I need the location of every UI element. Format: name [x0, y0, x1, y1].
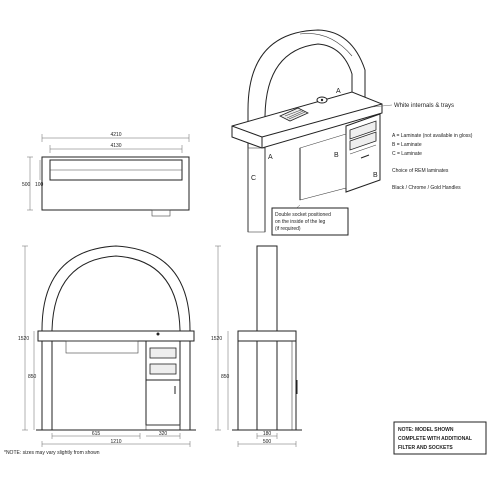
side-elevation: 1520 850 180 500 — [211, 245, 302, 447]
iso-label-b: B — [334, 152, 339, 159]
iso-tray-1 — [349, 120, 377, 140]
callout-laminate-c: C = Laminate — [392, 151, 422, 157]
note-box-frame — [393, 421, 487, 455]
callout-white-internals: White internals & trays — [394, 103, 454, 109]
front-elevation: 1520 850 615 320 1210 *NOTE: sizes may v… — [4, 245, 196, 456]
note-line1: NOTE: MODEL SHOWN — [398, 427, 454, 433]
plan-pedestal — [151, 209, 171, 217]
iso-arch-inner — [264, 43, 353, 232]
plan-width-inner-label: 4130 — [110, 143, 121, 149]
front-tray-2 — [149, 363, 177, 375]
side-depth-total-label: 500 — [263, 439, 272, 445]
socket-callout-box — [271, 207, 349, 236]
front-drawer — [65, 340, 139, 354]
front-height-desk-label: 850 — [28, 374, 37, 380]
note-box: NOTE: MODEL SHOWN COMPLETE WITH ADDITION… — [393, 421, 487, 455]
iso-tray-2 — [349, 131, 377, 151]
side-height-total-label: 1520 — [211, 336, 222, 342]
callout-handles: Black / Chrome / Gold Handles — [392, 185, 461, 191]
note-line3: FILTER AND SOCKETS — [398, 445, 453, 451]
iso-label-a2: A — [268, 154, 273, 161]
socket-callout-line3: (if required) — [275, 226, 301, 232]
note-line2: COMPLETE WITH ADDITIONAL — [398, 436, 472, 442]
front-desk-top — [37, 330, 195, 342]
iso-label-b2: B — [373, 172, 378, 179]
socket-callout-line2: on the inside of the leg — [275, 219, 326, 225]
plan-depth-b-label: 100 — [35, 182, 44, 188]
front-arch-inner — [51, 255, 181, 430]
plan-depth-a-label: 500 — [22, 182, 31, 188]
footnote: *NOTE: sizes may vary slightly from show… — [4, 450, 100, 456]
plan-desk-top — [41, 156, 190, 211]
side-height-desk-label: 850 — [221, 374, 230, 380]
side-desk-top — [237, 330, 297, 342]
socket-callout-line1: Double socket positioned — [275, 212, 331, 218]
callout-rem-laminates: Choice of REM laminates — [392, 168, 449, 174]
side-depth-inner-label: 180 — [263, 431, 272, 437]
front-arch-outer — [41, 245, 191, 430]
front-width-right-label: 320 — [159, 431, 168, 437]
iso-label-a: A — [336, 88, 341, 95]
iso-arch-outer — [247, 29, 366, 232]
front-tray-1 — [149, 347, 177, 359]
front-width-total-label: 1210 — [110, 439, 121, 445]
isometric-view: A A B C B White internals & trays A = La… — [231, 29, 473, 236]
front-width-left-label: 615 — [92, 431, 101, 437]
plan-width-outer-label: 4210 — [110, 132, 121, 138]
callout-laminate-b: B = Laminate — [392, 142, 422, 148]
iso-desk-top — [231, 91, 383, 149]
front-height-total-label: 1520 — [18, 336, 29, 342]
iso-label-c: C — [251, 175, 256, 182]
iso-handle — [360, 154, 370, 159]
plan-view: 4210 4130 500 100 — [22, 132, 190, 217]
callout-laminate-a: A = Laminate (not available in gloss) — [392, 133, 473, 139]
